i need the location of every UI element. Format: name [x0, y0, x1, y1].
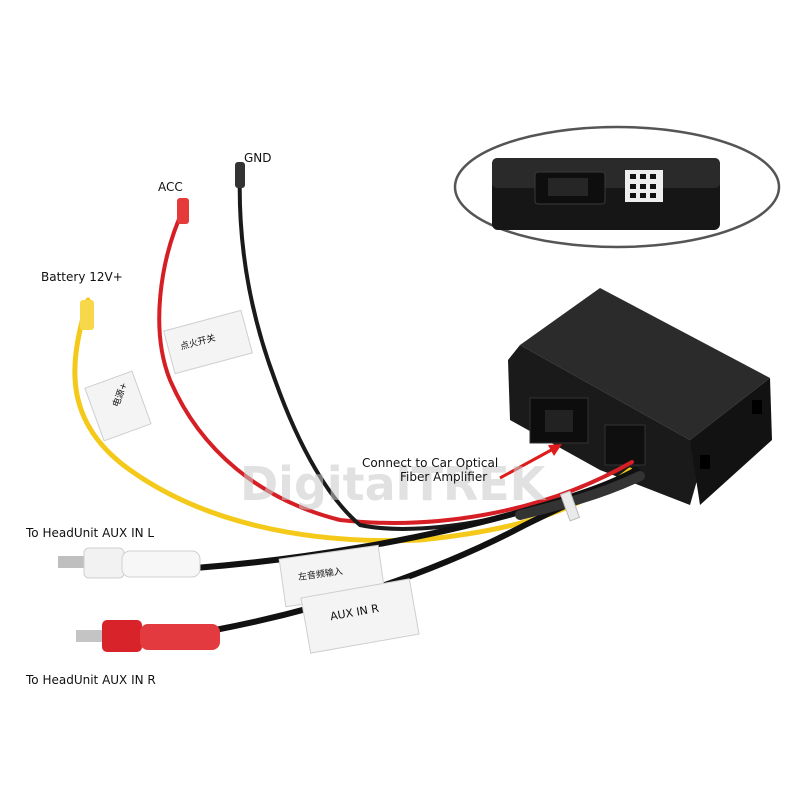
rca-plug-white	[58, 547, 201, 579]
label-battery: Battery 12V+	[41, 270, 123, 284]
callout-arrow	[499, 444, 562, 480]
wire-harness	[72, 168, 645, 633]
wire-tag-red	[163, 309, 253, 375]
callout-line-1: Connect to Car Optical	[362, 456, 499, 470]
label-callout: Connect to Car Optical Fiber Amplifier	[362, 456, 532, 484]
wire-tag-yellow	[84, 370, 152, 442]
label-acc: ACC	[158, 180, 183, 194]
black-wire-tip	[235, 162, 245, 188]
yellow-wire-tip	[80, 300, 94, 330]
cable-tie	[559, 490, 581, 522]
fiber-amplifier-box	[508, 288, 772, 505]
watermark-text: DigitalTREK	[240, 457, 548, 511]
callout-line-2: Fiber Amplifier	[400, 470, 488, 484]
connector-closeup-inset	[453, 125, 781, 249]
label-aux-r: To HeadUnit AUX IN R	[26, 673, 156, 687]
rca-plug-red	[76, 620, 220, 652]
red-wire-tip	[177, 198, 189, 224]
label-aux-l: To HeadUnit AUX IN L	[26, 526, 155, 540]
wire-tag-right	[300, 578, 420, 654]
label-gnd: GND	[244, 151, 272, 165]
